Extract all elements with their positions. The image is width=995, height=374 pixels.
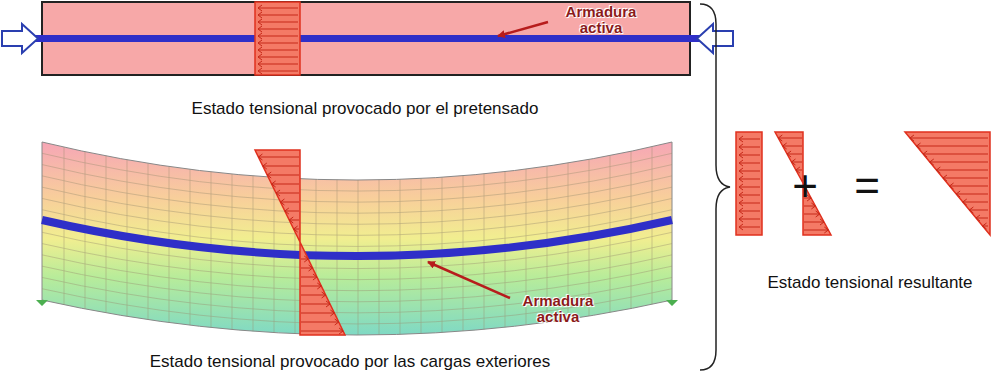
caption: Estado tensional resultante (767, 273, 972, 293)
stress-triangle (905, 132, 990, 235)
leader-arrow (498, 22, 548, 36)
deformed-beam (42, 142, 672, 335)
callout-label: Armadura activa (555, 4, 647, 36)
prestress-force-arrow (697, 24, 733, 53)
stress-triangle (255, 150, 300, 242)
caption: Estado tensional provocado por las carga… (150, 352, 551, 372)
equals-sign: = (854, 164, 880, 208)
caption: Estado tensional provocado por el preten… (192, 99, 539, 119)
stress-block (255, 2, 300, 75)
plus-sign: + (792, 164, 818, 208)
stress-arrows (258, 5, 988, 334)
brace (700, 4, 730, 370)
prestress-force-arrow (2, 24, 38, 53)
callout-label: Armadura activa (512, 293, 604, 325)
active-tendon (20, 35, 712, 42)
leader-arrow (428, 262, 510, 298)
stress-block (736, 132, 762, 235)
mesh-lines (42, 147, 672, 335)
active-tendon (42, 220, 672, 256)
stress-triangle (300, 242, 345, 335)
